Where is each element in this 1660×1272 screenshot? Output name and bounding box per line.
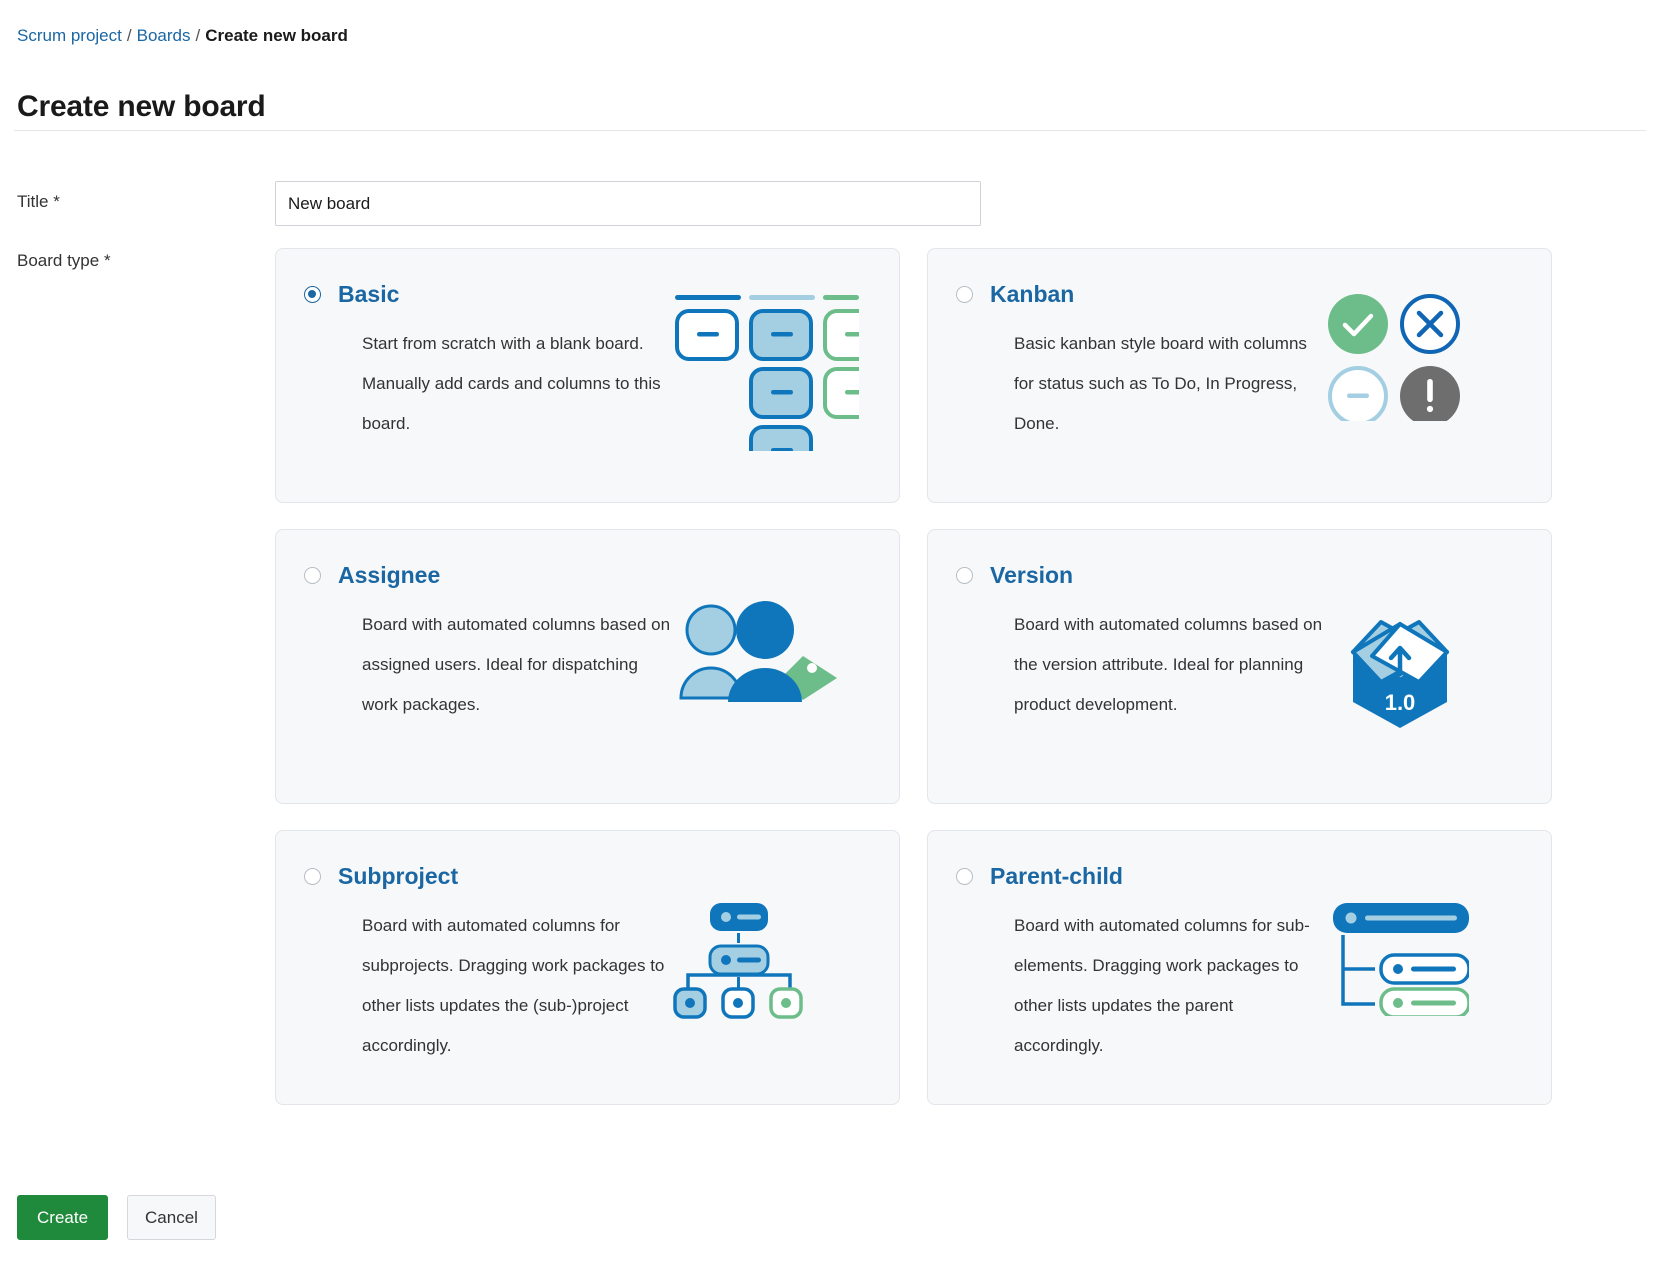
board-type-description-assignee: Board with automated columns based on as… xyxy=(362,615,671,714)
breadcrumb-current: Create new board xyxy=(205,26,348,45)
header-divider xyxy=(14,130,1646,131)
radio-assignee[interactable] xyxy=(304,567,321,584)
board-type-row-3: Subproject Board with automated columns … xyxy=(275,830,1591,1105)
breadcrumb-separator-2: / xyxy=(195,26,201,45)
board-type-title-parent-child: Parent-child xyxy=(990,863,1123,889)
version-box-icon: 1.0 xyxy=(1325,600,1525,775)
board-type-description-basic: Start from scratch with a blank board. M… xyxy=(362,334,661,433)
board-type-card-parent-child[interactable]: Parent-child Board with automated column… xyxy=(927,830,1552,1105)
version-badge-text: 1.0 xyxy=(1385,690,1416,715)
status-circles-icon xyxy=(1325,291,1525,466)
board-type-header-kanban: Kanban xyxy=(956,283,1523,306)
board-type-title-kanban: Kanban xyxy=(990,281,1075,307)
board-type-header-subproject: Subproject xyxy=(304,865,871,888)
breadcrumb-link-boards[interactable]: Boards xyxy=(136,26,191,45)
board-type-card-kanban[interactable]: Kanban Basic kanban style board with col… xyxy=(927,248,1552,503)
title-input[interactable] xyxy=(275,181,981,226)
radio-parent-child[interactable] xyxy=(956,868,973,885)
radio-version[interactable] xyxy=(956,567,973,584)
board-type-header-parent-child: Parent-child xyxy=(956,865,1523,888)
radio-kanban[interactable] xyxy=(956,286,973,303)
breadcrumb-separator-1: / xyxy=(126,26,132,45)
board-type-description-parent-child: Board with automated columns for sub-ele… xyxy=(1014,916,1310,1055)
board-type-card-assignee[interactable]: Assignee Board with automated columns ba… xyxy=(275,529,900,804)
board-type-title-basic: Basic xyxy=(338,281,400,307)
board-type-card-subproject[interactable]: Subproject Board with automated columns … xyxy=(275,830,900,1105)
board-type-row-1: Basic Start from scratch with a blank bo… xyxy=(275,248,1591,503)
board-type-header-assignee: Assignee xyxy=(304,564,871,587)
blank-board-columns-icon xyxy=(673,291,873,466)
parent-child-tree-icon xyxy=(1325,901,1525,1076)
board-type-options: Basic Start from scratch with a blank bo… xyxy=(275,248,1591,1131)
board-type-title-subproject: Subproject xyxy=(338,863,459,889)
board-type-header-version: Version xyxy=(956,564,1523,587)
breadcrumb-link-project[interactable]: Scrum project xyxy=(17,26,122,45)
board-type-card-version[interactable]: Version Board with automated columns bas… xyxy=(927,529,1552,804)
board-type-title-assignee: Assignee xyxy=(338,562,441,588)
board-type-row-2: Assignee Board with automated columns ba… xyxy=(275,529,1591,804)
board-type-header-basic: Basic xyxy=(304,283,871,306)
board-type-description-kanban: Basic kanban style board with columns fo… xyxy=(1014,334,1307,433)
radio-subproject[interactable] xyxy=(304,868,321,885)
page-title: Create new board xyxy=(17,90,266,124)
check-circle-icon xyxy=(1328,294,1388,354)
breadcrumb: Scrum project/Boards/Create new board xyxy=(17,24,348,48)
subproject-tree-icon xyxy=(673,901,873,1076)
board-type-card-basic[interactable]: Basic Start from scratch with a blank bo… xyxy=(275,248,900,503)
create-button[interactable]: Create xyxy=(17,1195,109,1240)
board-type-description-subproject: Board with automated columns for subproj… xyxy=(362,916,665,1055)
board-type-description-version: Board with automated columns based on th… xyxy=(1014,615,1323,714)
title-field-label: Title * xyxy=(17,192,60,211)
board-type-title-version: Version xyxy=(990,562,1074,588)
users-tag-icon xyxy=(673,600,873,775)
radio-basic[interactable] xyxy=(304,286,321,303)
board-type-label: Board type * xyxy=(17,251,111,270)
cancel-button[interactable]: Cancel xyxy=(127,1195,216,1240)
form-actions: Create Cancel xyxy=(17,1195,216,1240)
